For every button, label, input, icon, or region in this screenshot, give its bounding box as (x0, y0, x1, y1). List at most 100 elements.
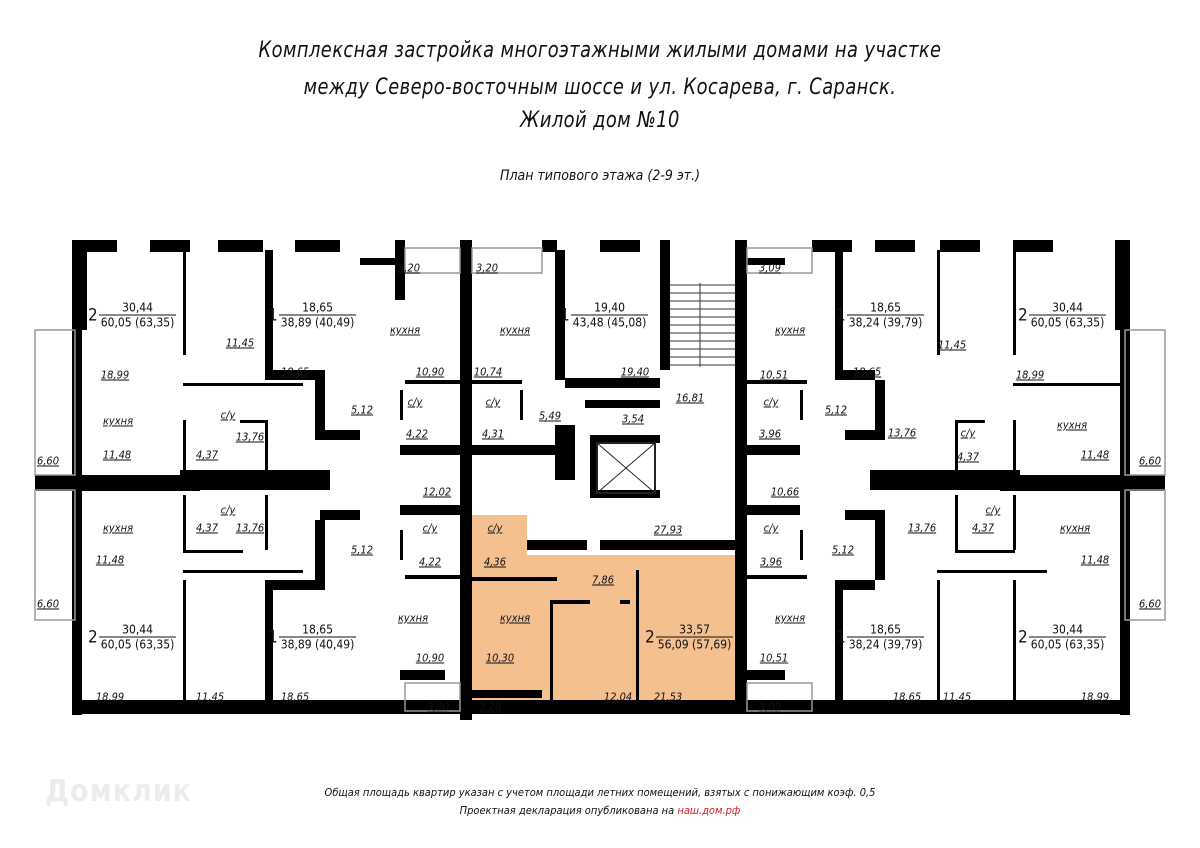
room-area-label: 4,37 (971, 521, 995, 535)
wall (1115, 240, 1130, 330)
wall (845, 430, 885, 440)
balcony-outline (34, 489, 76, 621)
wall (550, 600, 553, 710)
wall (800, 390, 803, 420)
wall (472, 380, 522, 384)
wall (315, 380, 325, 440)
living-area: 18,65 (846, 301, 925, 316)
wall (183, 383, 303, 386)
room-area-label: 4,36 (483, 555, 507, 569)
room-area-label: 13,76 (235, 430, 265, 444)
room-area-label: 4,37 (956, 450, 980, 464)
total-area: 60,05 (63,35) (100, 637, 175, 652)
room-area-label: 5,12 (824, 403, 848, 417)
staircase (670, 283, 735, 367)
room-area-label: с/у (763, 395, 779, 409)
room-count: 2 (1018, 305, 1028, 325)
room-area-label: 3,20 (397, 261, 421, 275)
wall (937, 250, 940, 355)
declaration-link[interactable]: наш.дом.рф (677, 804, 741, 817)
room-area-label: 27,93 (653, 523, 683, 537)
wall (472, 690, 542, 698)
room-area-label: 21,53 (653, 690, 683, 704)
plan-subtitle: План типового этажа (2-9 эт.) (499, 168, 701, 184)
wall (940, 240, 980, 252)
room-area-label: 3,20 (478, 700, 502, 714)
balcony-outline (34, 329, 76, 476)
wall (72, 620, 82, 715)
room-area-label: 6,60 (1138, 454, 1162, 468)
room-area-label: 11,45 (942, 690, 972, 704)
wall (400, 670, 445, 680)
wall (590, 435, 660, 443)
wall (1013, 240, 1053, 252)
wall (400, 505, 460, 515)
room-count: 1 (268, 305, 278, 325)
wall (265, 580, 325, 590)
balcony-outline (404, 247, 461, 274)
wall (835, 590, 843, 710)
wall (747, 575, 807, 579)
room-area-label: 3,96 (758, 427, 782, 441)
room-area-label: 4,37 (195, 448, 219, 462)
wall (72, 240, 117, 252)
total-area: 38,24 (39,79) (848, 315, 923, 330)
room-area-label: 18,99 (1080, 690, 1110, 704)
room-area-label: 7,86 (591, 573, 615, 587)
room-area-label: с/у (985, 503, 1001, 517)
total-area: 60,05 (63,35) (100, 315, 175, 330)
wall (937, 570, 1047, 573)
room-area-label: 4,37 (195, 521, 219, 535)
wall (735, 240, 747, 710)
wall (320, 510, 360, 520)
room-area-label: 13,76 (887, 426, 917, 440)
wall (315, 520, 325, 580)
wall (937, 580, 940, 700)
room-area-label: 19,40 (620, 365, 650, 379)
room-area-label: с/у (407, 395, 423, 409)
title-line-3: Жилой дом №10 (520, 108, 680, 133)
wall (183, 550, 243, 553)
wall (1013, 420, 1016, 470)
room-area-label: 5,12 (350, 403, 374, 417)
living-area: 18,65 (278, 301, 357, 316)
wall (875, 520, 885, 580)
balcony-outline (404, 682, 461, 712)
room-area-label: кухня (389, 323, 421, 337)
living-area: 30,44 (98, 301, 177, 316)
room-area-label: 11,45 (937, 338, 967, 352)
room-area-label: 11,48 (102, 448, 132, 462)
wall (405, 380, 460, 384)
room-area-label: кухня (499, 611, 531, 625)
room-area-label: кухня (774, 323, 806, 337)
room-area-label: 6,60 (1138, 597, 1162, 611)
wall (550, 600, 590, 604)
room-area-label: 16,81 (675, 391, 705, 405)
wall (35, 475, 200, 491)
domclick-watermark: Домклик (45, 774, 192, 809)
wall (1013, 250, 1016, 355)
total-area: 56,09 (57,69) (657, 637, 732, 652)
room-area-label: 4,22 (418, 555, 442, 569)
wall (812, 240, 852, 252)
elevator-shaft (596, 442, 656, 494)
room-count: 2 (1018, 627, 1028, 647)
room-area-label: с/у (960, 426, 976, 440)
wall (183, 250, 186, 355)
room-area-label: 4,22 (405, 427, 429, 441)
wall (400, 445, 460, 455)
wall (747, 380, 807, 384)
wall (955, 420, 958, 470)
wall (600, 540, 735, 550)
wall (800, 530, 803, 560)
wall (542, 240, 557, 252)
room-area-label: с/у (220, 503, 236, 517)
room-area-label: 11,48 (1080, 553, 1110, 567)
wall (400, 390, 403, 420)
room-area-label: 18,65 (280, 365, 310, 379)
wall (870, 470, 1020, 490)
room-count: 2 (88, 627, 98, 647)
